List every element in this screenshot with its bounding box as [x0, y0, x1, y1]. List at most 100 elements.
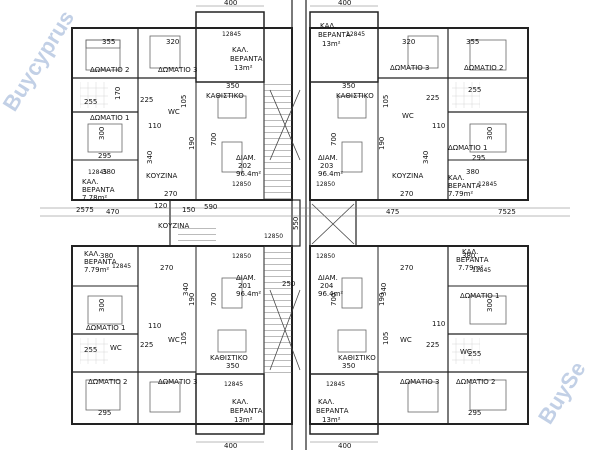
- dim-295-br: 295: [468, 409, 481, 417]
- room-wc-bl: WC: [110, 344, 122, 352]
- dim-105-tl: 105: [180, 95, 188, 108]
- level-12845-ml: 12845: [88, 169, 107, 176]
- dim-270-bl: 270: [160, 264, 173, 272]
- room-kal-side-bl: ΚΑΛ.: [84, 250, 100, 258]
- room-kal-bl: ΚΑΛ.: [232, 398, 248, 406]
- level-12845-tr: 12845: [346, 31, 365, 38]
- level-12850-tr: 12850: [316, 181, 335, 188]
- dim-255-tl: 255: [84, 98, 97, 106]
- room-wc-tr: WC: [402, 112, 414, 120]
- room-veranta-side-tl: ΒΕΡΑΝΤΑ: [82, 186, 115, 194]
- dim-700-tl: 700: [210, 133, 218, 146]
- room-veranta-side-tr: ΒΕΡΑΝΤΑ: [448, 182, 481, 190]
- level-12845-br: 12845: [326, 381, 345, 388]
- room-domatio3-tl: ΔΩΜΑΤΙΟ 3: [158, 66, 198, 74]
- dim-255-tr: 255: [468, 86, 481, 94]
- apt-204-area: 96.4m²: [318, 290, 343, 298]
- room-kathistiko-tl: ΚΑΘΙΣΤΙΚΟ: [206, 92, 244, 100]
- dim-355: 355: [102, 38, 115, 46]
- bathroom-tiles: [80, 82, 480, 364]
- dim-470: 470: [106, 208, 119, 216]
- level-12845-bmr: 12845: [472, 267, 491, 274]
- dim-590: 590: [204, 203, 217, 211]
- apt-204-label: ΔΙΑΜ.: [318, 274, 338, 282]
- room-veranta-br: ΒΕΡΑΝΤΑ: [316, 407, 349, 415]
- level-12845-bml: 12845: [112, 263, 131, 270]
- level-12845-mr: 12845: [478, 181, 497, 188]
- level-12850-bl: 12850: [232, 253, 251, 260]
- room-veranta-area-tl: 13m²: [234, 64, 253, 72]
- dim-225-tl: 225: [140, 96, 153, 104]
- dim-225-br: 225: [426, 341, 439, 349]
- room-veranta-area-tr: 13m²: [322, 40, 341, 48]
- room-domatio3-br: ΔΩΜΑΤΙΟ 3: [400, 378, 440, 386]
- room-domatio2-tl: ΔΩΜΑΤΙΟ 2: [90, 66, 130, 74]
- dim-300-tl: 300: [98, 127, 106, 140]
- dim-270-br: 270: [400, 264, 413, 272]
- dim-300-br: 300: [486, 299, 494, 312]
- dim-340-tl: 340: [146, 151, 154, 164]
- level-12850-br: 12850: [316, 253, 335, 260]
- dim-7525: 7525: [498, 208, 516, 216]
- dim-700-tr: 700: [330, 133, 338, 146]
- dim-300-tr: 300: [486, 127, 494, 140]
- room-wc2-bl: WC: [168, 336, 180, 344]
- dim-550: 550: [292, 217, 300, 230]
- room-kal-side-br: ΚΑΛ.: [462, 248, 478, 256]
- room-domatio1-tr: ΔΩΜΑΤΙΟ 1: [448, 144, 488, 152]
- level-12850-core: 12850: [264, 233, 283, 240]
- dim-110-tr: 110: [432, 122, 445, 130]
- dim-150: 150: [182, 206, 195, 214]
- dim-380-tr: 380: [466, 168, 479, 176]
- dim-270-tl: 270: [164, 190, 177, 198]
- dim-380-tl: 380: [102, 168, 115, 176]
- room-veranta-side-area-tl: 7.78m²: [82, 194, 107, 202]
- room-domatio2-bl: ΔΩΜΑΤΙΟ 2: [88, 378, 128, 386]
- dim-255-bl: 255: [84, 346, 97, 354]
- dim-190-tl: 190: [188, 137, 196, 150]
- dim-190-br: 190: [378, 293, 386, 306]
- apt-202-area: 96.4m²: [236, 170, 261, 178]
- apt-204-num: 204: [320, 282, 334, 290]
- room-domatio3-bl: ΔΩΜΑΤΙΟ 3: [158, 378, 198, 386]
- dim-355-r: 355: [466, 38, 479, 46]
- dim-225-tr: 225: [426, 94, 439, 102]
- walls: [71, 0, 529, 450]
- apt-202-num: 202: [238, 162, 251, 170]
- dim-120: 120: [154, 202, 167, 210]
- room-kathistiko-bl: ΚΑΘΙΣΤΙΚΟ: [210, 354, 248, 362]
- room-wc-br: WC: [400, 336, 412, 344]
- dim-250: 250: [282, 280, 295, 288]
- apt-201-label: ΔΙΑΜ.: [236, 274, 256, 282]
- dim-350-bl: 350: [226, 362, 239, 370]
- dim-110-tl: 110: [148, 122, 161, 130]
- room-domatio2-tr: ΔΩΜΑΤΙΟ 2: [464, 64, 504, 72]
- room-veranta-side-area-tr: 7.79m²: [448, 190, 473, 198]
- dim-110-bl: 110: [148, 322, 161, 330]
- room-veranta-area-bl: 13m²: [234, 416, 253, 424]
- room-kouzina-tl: ΚΟΥΖΙΝΑ: [146, 172, 177, 180]
- room-kal-tl: ΚΑΛ.: [232, 46, 248, 54]
- dim-350-tr: 350: [342, 82, 355, 90]
- dim-340-bl: 340: [182, 283, 190, 296]
- level-12845-tl: 12845: [222, 31, 241, 38]
- apt-201-num: 201: [238, 282, 251, 290]
- dim-295-tl: 295: [98, 152, 111, 160]
- room-veranta-side-area-bl: 7.79m²: [84, 266, 109, 274]
- room-veranta-side-br: ΒΕΡΑΝΤΑ: [456, 256, 489, 264]
- room-domatio1-tl: ΔΩΜΑΤΙΟ 1: [90, 114, 130, 122]
- room-kathistiko-br: ΚΑΘΙΣΤΙΚΟ: [338, 354, 376, 362]
- dim-top-400-right: 400: [338, 0, 351, 7]
- dim-bot-400-right: 400: [338, 442, 351, 450]
- room-kouzina-bl: ΚΟΥΖΙΝΑ: [158, 222, 189, 230]
- dim-225-bl: 225: [140, 341, 153, 349]
- dim-190-bl: 190: [188, 293, 196, 306]
- room-veranta-bl: ΒΕΡΑΝΤΑ: [230, 407, 263, 415]
- room-wc-tl: WC: [168, 108, 180, 116]
- dim-270-tr: 270: [400, 190, 413, 198]
- apt-203-num: 203: [320, 162, 333, 170]
- room-kouzina-tr: ΚΟΥΖΙΝΑ: [392, 172, 423, 180]
- dim-255-br: 255: [468, 350, 481, 358]
- apt-203-area: 96.4m²: [318, 170, 343, 178]
